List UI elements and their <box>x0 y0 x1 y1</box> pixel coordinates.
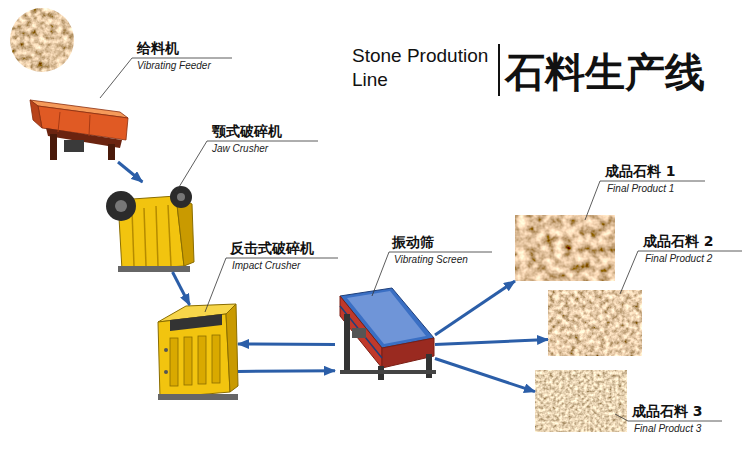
jaw-crusher: 颚式破碎机Jaw Crusher <box>108 182 194 272</box>
impact-body <box>158 314 230 398</box>
feeder-rib <box>89 115 90 136</box>
feeder-leg <box>108 144 115 160</box>
flow-arrow <box>435 281 515 335</box>
screen-leg <box>426 354 432 378</box>
feeder-rib <box>58 112 60 132</box>
machine-name-en: Final Product 1 <box>607 183 674 195</box>
impact-bolt <box>164 370 168 374</box>
machine-name-cn: 成品石料 3 <box>632 403 703 419</box>
vibrating-screen-drawing <box>340 288 436 380</box>
jaw-crusher-drawing <box>106 186 194 272</box>
flow-arrow <box>173 272 190 305</box>
feeder-leg <box>50 134 57 160</box>
impact-plate <box>170 338 178 386</box>
product-pile: 成品石料 1Final Product 1 <box>515 215 615 281</box>
product-pile: 成品石料 3Final Product 3 <box>535 370 627 432</box>
flow-arrow <box>238 342 335 346</box>
product-texture <box>548 290 642 356</box>
leader-line <box>205 258 338 312</box>
flow-arrow <box>435 340 548 345</box>
vibrating-feeder-drawing <box>30 100 128 160</box>
machine-name-en: Vibrating Screen <box>394 254 468 266</box>
leader-line <box>620 251 742 294</box>
jaw-hub <box>177 193 185 201</box>
flow-arrow <box>238 369 335 373</box>
leader-line <box>585 181 705 220</box>
impact-crusher: 反击式破碎机Impact Crusher <box>150 305 238 400</box>
title-separator <box>498 44 500 96</box>
impact-crusher-drawing <box>158 304 238 400</box>
impact-base <box>158 394 238 400</box>
jaw-flywheel <box>170 186 192 208</box>
vibrating-feeder: 给料机Vibrating Feeder <box>28 96 128 162</box>
product-pile: 成品石料 2Final Product 2 <box>548 290 642 356</box>
machine-name-cn: 成品石料 1 <box>605 163 676 179</box>
screen-motor <box>352 328 366 338</box>
impact-bolt <box>164 348 168 352</box>
screen-leg <box>344 314 350 370</box>
screen-base <box>340 370 436 374</box>
jaw-rib <box>168 205 171 266</box>
jaw-rib <box>156 206 158 266</box>
machine-name-cn: 给料机 <box>137 40 179 56</box>
machine-name-cn: 振动筛 <box>392 234 434 250</box>
jaw-hub <box>115 200 127 212</box>
machine-name-en: Impact Crusher <box>232 260 300 272</box>
impact-side <box>226 304 238 392</box>
machine-name-en: Jaw Crusher <box>212 143 268 155</box>
flow-arrow <box>118 162 142 182</box>
leader-line <box>372 252 492 296</box>
vibrating-screen: 振动筛Vibrating Screen <box>335 288 435 382</box>
machine-name-cn: 反击式破碎机 <box>230 240 314 256</box>
feeder-end <box>30 100 42 128</box>
feeder-motor <box>64 140 84 152</box>
machine-name-en: Final Product 2 <box>645 253 712 265</box>
leader-line <box>100 58 232 98</box>
screen-mesh <box>347 291 426 344</box>
impact-plate <box>184 337 192 385</box>
flow-arrow <box>435 359 535 392</box>
leader-lines <box>100 58 742 421</box>
jaw-rib <box>144 208 146 266</box>
machine-name-cn: 成品石料 2 <box>643 233 714 249</box>
leader-line <box>176 141 318 192</box>
machine-name-en: Vibrating Feeder <box>137 60 211 72</box>
impact-plate <box>198 336 206 384</box>
impact-inlet <box>170 314 222 331</box>
machine-name-en: Final Product 3 <box>634 423 701 435</box>
jaw-flywheel <box>106 191 136 221</box>
raw-stone <box>10 8 74 72</box>
jaw-base <box>118 266 190 272</box>
title-cn: 石料生产线 <box>505 48 705 96</box>
product-texture <box>515 215 615 281</box>
product-texture <box>535 370 627 432</box>
machine-name-cn: 颚式破碎机 <box>212 123 282 139</box>
impact-plate <box>212 335 220 383</box>
title-text: Stone Prodution Line <box>352 44 502 92</box>
jaw-rib <box>132 210 134 266</box>
